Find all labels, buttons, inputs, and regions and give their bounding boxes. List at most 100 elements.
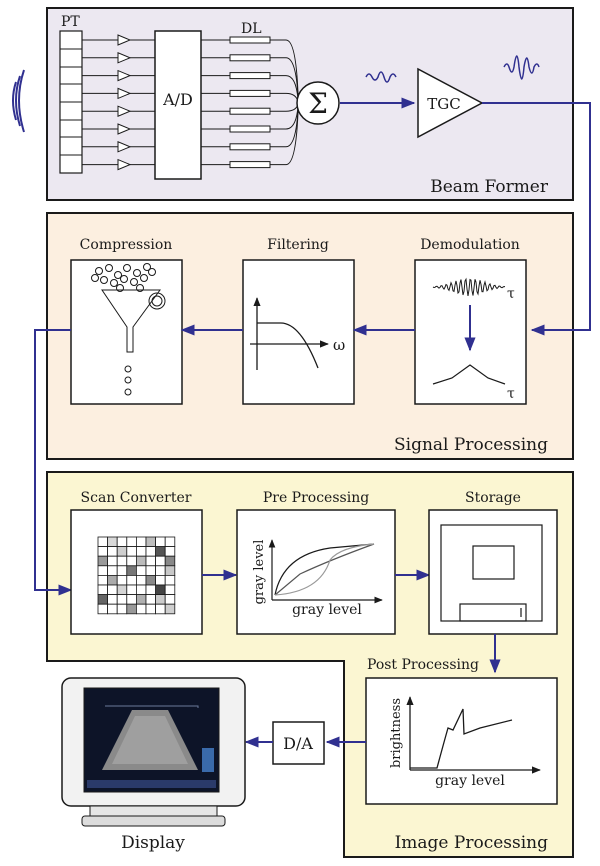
grid-cell [107,536,118,548]
storage-block [428,509,558,635]
grid-cell [135,555,147,567]
grid-cell [164,575,176,586]
particle-icon [140,274,148,282]
grid-cell [145,546,157,557]
storage-title: Storage [465,490,521,506]
grid-cell [126,536,137,548]
post-processing-block [365,677,558,805]
grid-cell [135,584,147,596]
grid-cell [97,546,109,557]
ad-converter-block [154,30,202,180]
grid-cell [126,584,137,596]
particle-icon [123,264,131,272]
delay-wire [270,39,299,95]
pre-ylabel: gray level [252,540,267,605]
grid-cell [126,565,137,576]
amplifier-icon [117,105,132,117]
small-waveform-icon [365,71,397,83]
delay-line-element [229,107,271,115]
grid-cell [97,575,109,586]
demod-tau-top: τ [507,286,515,302]
funnel-icon [91,263,166,396]
grid-cell [107,594,118,605]
pt-label: PT [61,14,80,30]
grid-cell [145,594,157,605]
demodulation-title: Demodulation [420,237,520,253]
grid-cell [126,555,137,567]
da-label: D/A [283,734,313,753]
grid-cell [97,565,109,576]
grid-cell [155,594,166,605]
grid-cell [107,565,118,576]
grid-cell [97,603,109,615]
storage-icon [440,524,543,622]
grid-cell [145,584,157,596]
grid-cell [135,575,147,586]
tgc-label: TGC [427,95,460,113]
grid-cell [107,584,118,596]
grid-cell [97,594,109,605]
filtering-title: Filtering [267,237,329,253]
image-processing-title: Image Processing [395,833,549,853]
amplifier-icon [117,87,132,100]
compression-title: Compression [80,237,173,253]
envelope-trace [432,364,506,385]
tgc-amplifier [417,67,484,139]
scan-converter-title: Scan Converter [81,490,192,506]
filter-omega-label: ω [333,336,345,354]
grid-cell [164,536,176,548]
grid-cell [145,555,157,567]
pre-processing-block [236,509,396,635]
grid-cell [145,536,157,548]
grid-cell [135,546,147,557]
ultrasound-wave-icon [12,69,25,133]
delay-line-element [229,54,271,62]
grid-cell [107,555,118,567]
demod-tau-bottom: τ [507,386,515,402]
pre-processing-title: Pre Processing [263,490,369,506]
grid-cell [116,575,128,586]
amplifier-icon [117,52,132,64]
grid-cell [116,594,128,605]
transducer-array-icon [59,30,83,174]
grid-cell [155,565,166,576]
particle-icon [95,267,103,275]
ad-label: A/D [162,90,193,109]
signal-processing-title: Signal Processing [394,435,548,455]
grid-cell [126,575,137,586]
amplifier-icon [117,141,132,153]
particle-icon [143,263,151,271]
da-converter-block [272,721,325,765]
filter-graph [250,297,329,370]
delay-line-element [229,161,271,169]
amplifier-icon [117,34,132,46]
delay-wire [270,75,299,100]
grid-cell [155,603,166,615]
grid-cell [116,565,128,576]
grid-cell [116,584,128,596]
grid-cell [126,594,137,605]
pre-processing-graph [268,539,383,604]
particle-icon [133,269,141,277]
grid-cell [116,555,128,567]
amplifier-icon [117,123,132,135]
particle-icon [91,274,99,282]
grid-cell [135,536,147,548]
display-title: Display [121,833,185,853]
grid-cell [155,546,166,557]
grid-cell [155,575,166,586]
post-xlabel: gray level [435,773,505,789]
particle-icon [116,284,124,292]
grid-cell [164,555,176,567]
filtering-block [242,259,355,405]
grid-cell [145,565,157,576]
delay-line-element [229,89,271,97]
amplifier-channels [82,34,155,171]
particle-icon [114,271,122,279]
grid-cell [107,575,118,586]
post-ylabel: brightness [389,698,404,768]
grid-cell [145,603,157,615]
grid-cell [164,584,176,596]
particle-icon [100,276,108,284]
particle-icon [110,279,118,287]
